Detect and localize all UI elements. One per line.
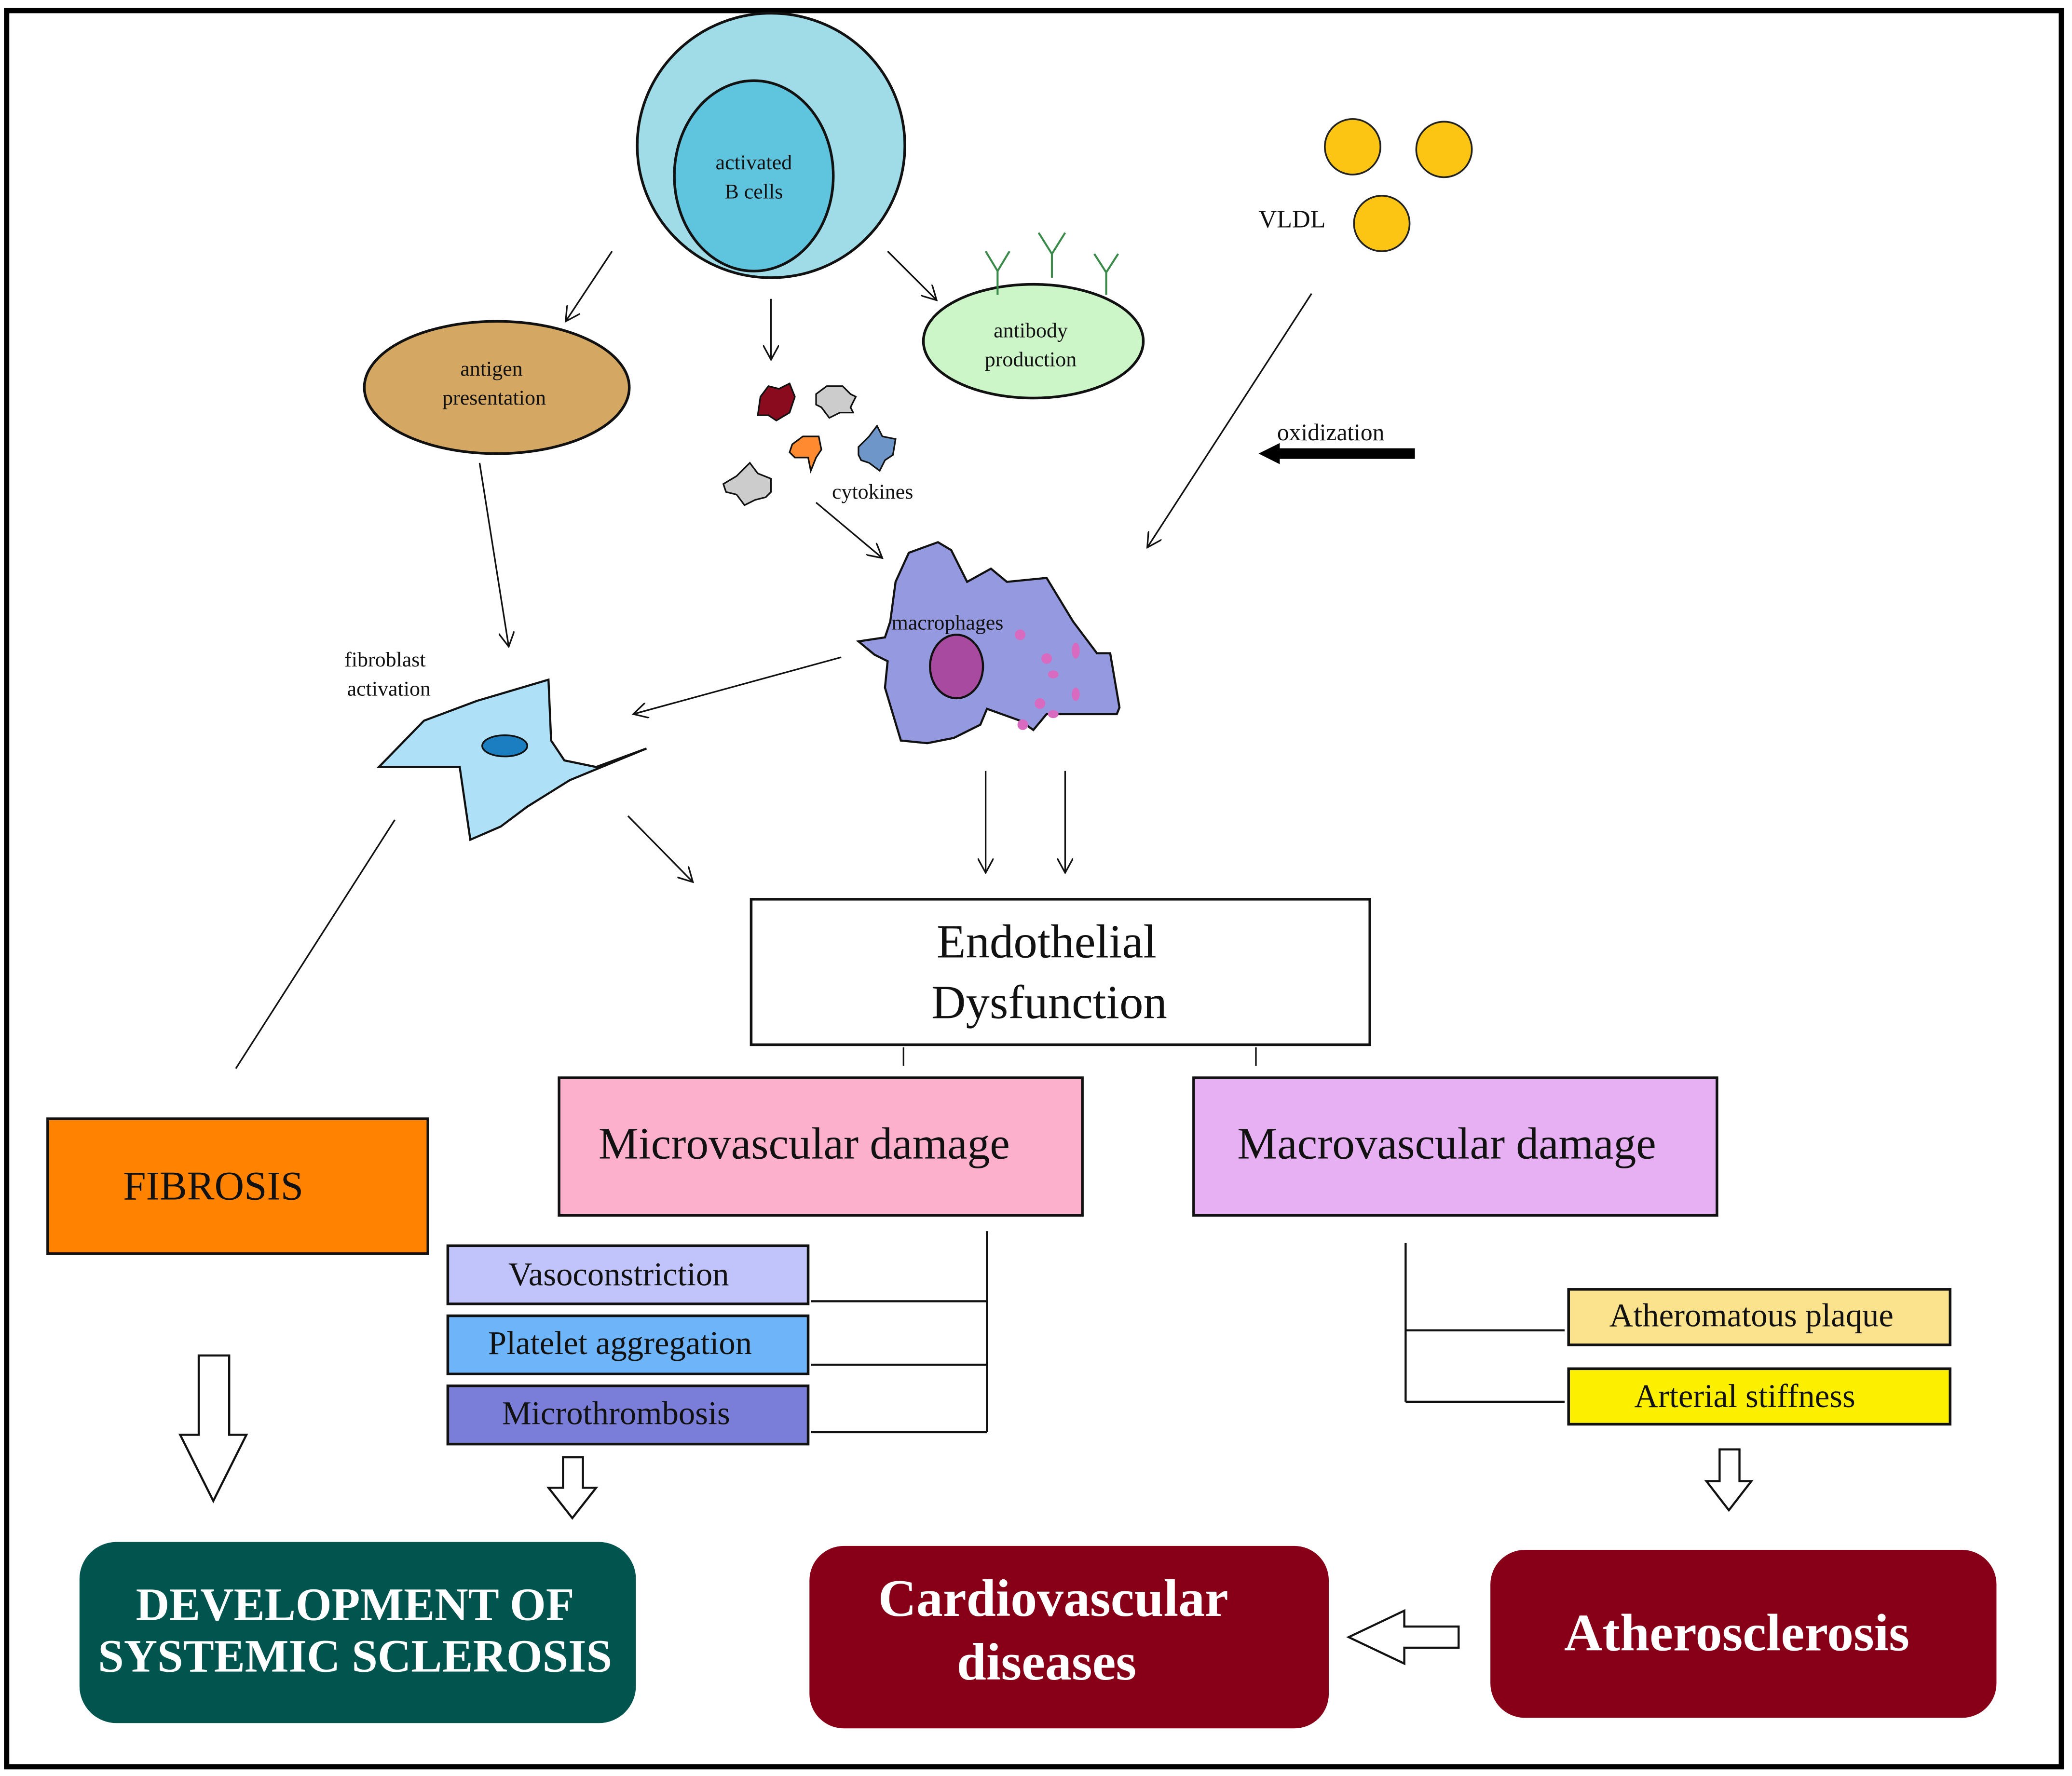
arrow-macrophage-to-fibroblast	[633, 656, 842, 714]
outer-frame	[4, 8, 2064, 1770]
microvascular-label: Microvascular damage	[599, 1119, 1010, 1168]
macro-bracket	[1404, 1243, 1565, 1403]
endothelial-dysfunction-box: Endothelial Dysfunction	[750, 898, 1371, 1046]
antigen-label-line1: antigen	[460, 357, 522, 380]
micro-bracket	[811, 1231, 988, 1434]
fibrosis-box: FIBROSIS	[46, 1117, 429, 1255]
block-arrow-macro-down-icon	[1704, 1448, 1754, 1512]
oxidization-label: oxidization	[1277, 419, 1384, 446]
fibroblast-label-line2: activation	[347, 678, 431, 701]
platelet-aggregation-box: Platelet aggregation	[446, 1314, 810, 1376]
cytokine-icon	[815, 385, 857, 419]
vldl-particle-icon	[1353, 195, 1411, 252]
arterial-stiffness-box: Arterial stiffness	[1567, 1367, 1952, 1426]
activated-b-cells: activated B cells	[636, 12, 906, 279]
fibroblast: fibroblast activation	[344, 648, 647, 841]
arrow-bcells-to-antigen	[566, 251, 613, 321]
block-arrow-fibrosis-down-icon	[178, 1354, 248, 1504]
vasoconstriction-box: Vasoconstriction	[446, 1244, 810, 1305]
antibody-production-ellipse	[922, 283, 1145, 400]
vldl-particle-icon	[1324, 118, 1381, 176]
macrophage-nucleus	[929, 634, 984, 700]
cytokine-icon	[789, 435, 822, 474]
endothelial-label-line1: Endothelial	[937, 916, 1157, 968]
antibody-icon	[984, 232, 1119, 295]
antibody-label-line2: production	[985, 348, 1077, 371]
b-cell-nucleus	[673, 79, 835, 272]
vldl-particle-icon	[1415, 121, 1473, 178]
cytokine-icon	[858, 424, 897, 472]
fibroblast-cell	[376, 678, 647, 841]
antibody-production: antibody production	[922, 232, 1145, 400]
macrovascular-label: Macrovascular damage	[1237, 1119, 1656, 1168]
systemic-sclerosis-line1: DEVELOPMENT OF	[136, 1578, 574, 1630]
systemic-sclerosis-line2: SYSTEMIC SCLEROSIS	[98, 1630, 612, 1681]
cytokine-icon	[757, 382, 796, 422]
arrow-fibroblast-to-endothelium	[627, 815, 693, 882]
endothelial-label-line2: Dysfunction	[931, 976, 1167, 1029]
vasoconstriction-label: Vasoconstriction	[508, 1256, 729, 1293]
arrow-cytokines-to-macrophage	[815, 502, 882, 558]
vldl-label: VLDL	[1258, 206, 1325, 233]
systemic-sclerosis-box: DEVELOPMENT OF SYSTEMIC SCLEROSIS	[79, 1542, 636, 1723]
block-arrow-micro-down-icon	[546, 1456, 599, 1520]
line-fibroblast-to-fibrosis	[235, 819, 395, 1069]
arrow-antigen-to-fibroblast	[478, 462, 508, 647]
oxidization-arrow-icon	[1258, 443, 1415, 464]
vldl: VLDL	[1258, 118, 1473, 252]
cytokines-label: cytokines	[832, 480, 913, 503]
antigen-label-line2: presentation	[442, 386, 546, 409]
arterial-stiffness-label: Arterial stiffness	[1634, 1378, 1855, 1414]
arrow-vldl-to-macrophage	[1147, 293, 1312, 548]
macrophage: macrophages	[856, 541, 1121, 745]
block-arrow-left-icon	[1346, 1609, 1460, 1666]
cytokine-icon	[722, 461, 772, 506]
microthrombosis-box: Microthrombosis	[446, 1384, 810, 1446]
cardiovascular-diseases-box: Cardiovascular diseases	[809, 1546, 1329, 1729]
b-cells-label-line2: B cells	[725, 180, 783, 203]
atheromatous-plaque-box: Atheromatous plaque	[1567, 1288, 1952, 1346]
antigen-presentation-ellipse	[363, 320, 631, 455]
microthrombosis-label: Microthrombosis	[502, 1395, 730, 1432]
arrow-bcells-to-antibody	[887, 250, 937, 300]
macrophage-granules	[1015, 629, 1080, 730]
fibrosis-label: FIBROSIS	[123, 1163, 303, 1208]
microvascular-damage-box: Microvascular damage	[558, 1076, 1084, 1217]
cardiovascular-line2: diseases	[957, 1632, 1136, 1691]
macrovascular-damage-box: Macrovascular damage	[1192, 1076, 1718, 1217]
b-cells-label-line1: activated	[716, 151, 792, 174]
macro-items: Atheromatous plaque Arterial stiffness	[1567, 1288, 1952, 1426]
antigen-presentation: antigen presentation	[363, 320, 631, 455]
fibroblast-nucleus	[481, 734, 529, 758]
cytokines: cytokines	[722, 382, 913, 506]
macrophages-label: macrophages	[892, 611, 1004, 634]
antibody-label-line1: antibody	[994, 319, 1068, 342]
atheromatous-plaque-label: Atheromatous plaque	[1609, 1297, 1894, 1334]
fibroblast-label-line1: fibroblast	[344, 648, 425, 671]
cardiovascular-line1: Cardiovascular	[878, 1569, 1228, 1627]
atherosclerosis-label: Atherosclerosis	[1564, 1603, 1909, 1662]
micro-items: Vasoconstriction Platelet aggregation Mi…	[446, 1244, 810, 1446]
platelet-aggregation-label: Platelet aggregation	[488, 1325, 752, 1361]
atherosclerosis-box: Atherosclerosis	[1490, 1550, 1997, 1718]
